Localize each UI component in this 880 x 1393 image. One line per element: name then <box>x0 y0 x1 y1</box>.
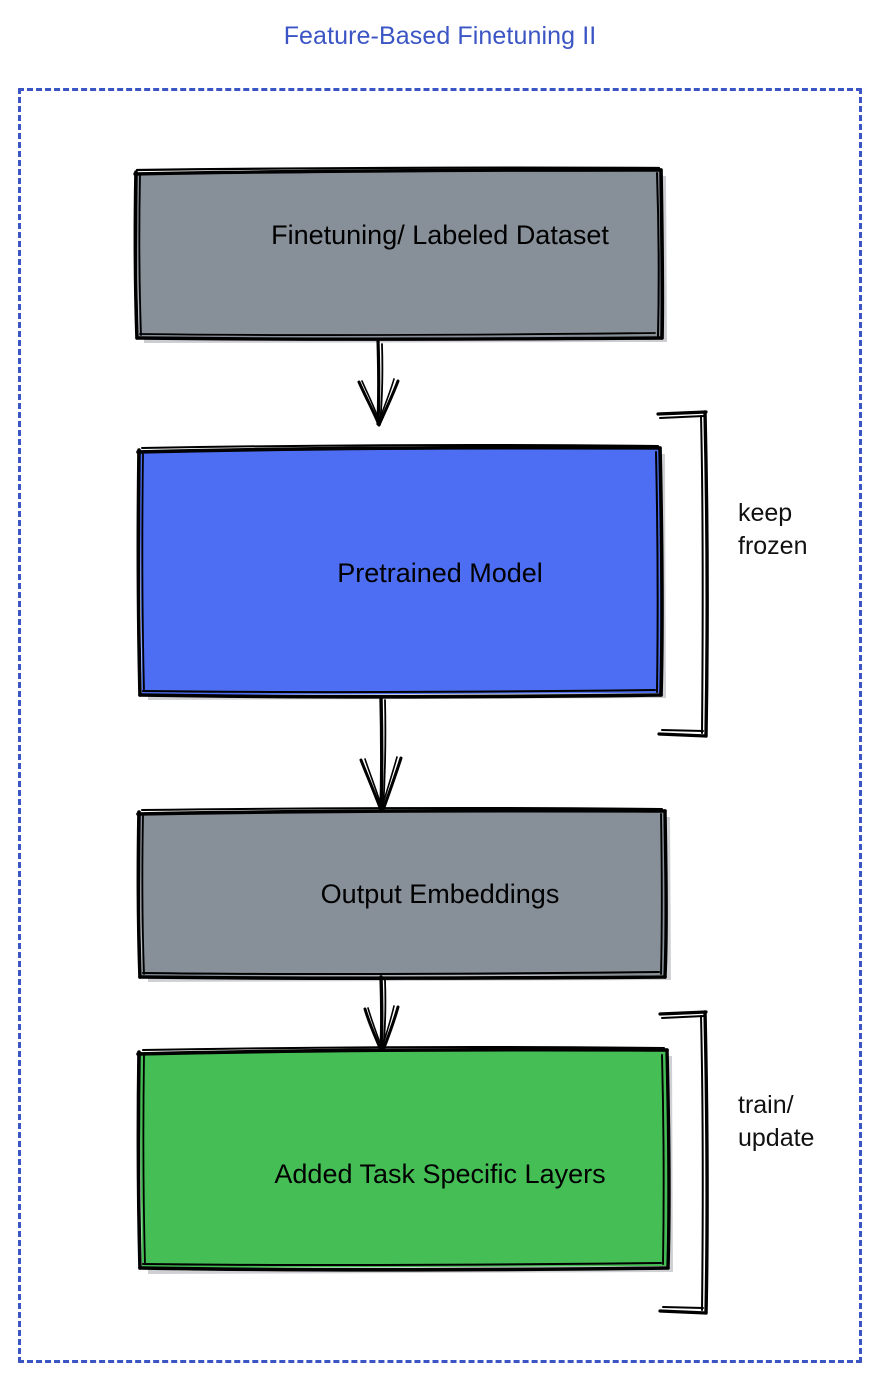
node-label-embeddings: Output Embeddings <box>320 879 560 909</box>
node-dataset[interactable] <box>133 166 667 343</box>
embeddings-fill <box>139 812 665 976</box>
page-title: Feature-Based Finetuning II <box>283 22 597 50</box>
edge-embeddings-to-task-layers <box>363 975 400 1055</box>
bracket-train-update <box>658 1010 709 1315</box>
node-task-layers[interactable] <box>136 1045 673 1274</box>
diagram-frame <box>18 88 862 1363</box>
node-label-task-layers: Added Task Specific Layers <box>274 1159 606 1189</box>
annotation-train-update: train/ update <box>738 1091 815 1152</box>
node-pretrained[interactable] <box>136 443 666 700</box>
node-label-dataset: Finetuning/ Labeled Dataset <box>271 220 609 250</box>
edge-pretrained-to-embeddings <box>359 695 403 815</box>
task-layers-fill <box>139 1051 668 1268</box>
bracket-keep-frozen <box>656 410 709 738</box>
node-embeddings[interactable] <box>136 806 671 982</box>
pretrained-fill <box>139 449 661 695</box>
dataset-fill <box>136 171 662 338</box>
node-label-pretrained: Pretrained Model <box>337 558 543 588</box>
edge-dataset-to-pretrained <box>357 338 400 427</box>
annotation-keep-frozen: keep frozen <box>738 499 808 560</box>
